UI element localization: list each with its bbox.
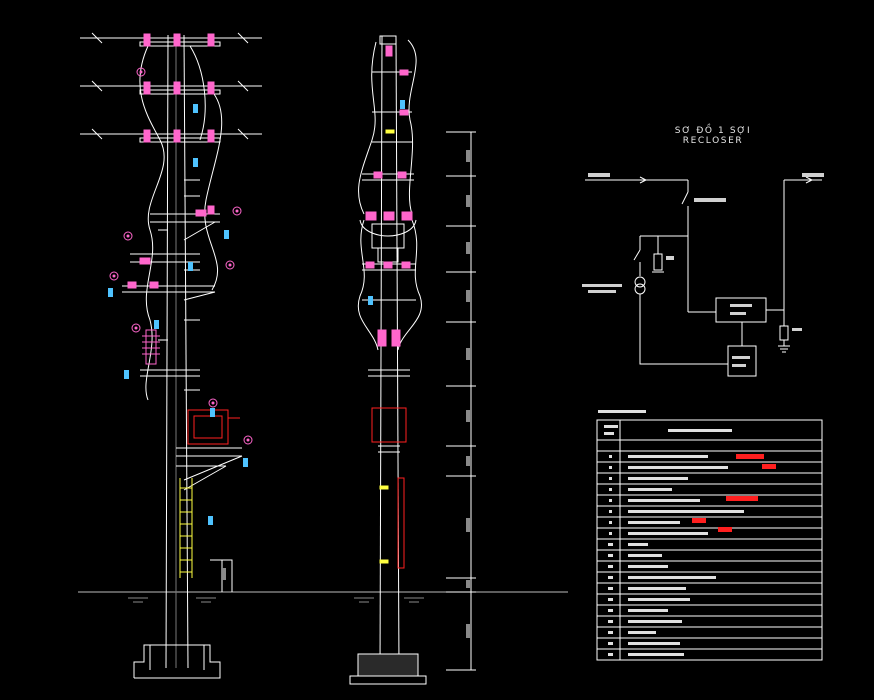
legend-text-glyphs [598,410,744,656]
dimension-label-glyphs [222,150,470,638]
sld-label-glyphs [582,173,824,367]
side-callout-tags [368,100,405,305]
front-surge-arrester [142,329,160,365]
single-line-diagram [585,176,822,377]
side-yellow-marks [379,129,395,564]
front-callout-tags [108,67,253,525]
front-view-pole [80,32,262,679]
front-insulators [127,33,215,289]
legend-table [596,419,823,661]
dimension-chain [446,131,476,671]
ground-line [78,591,568,603]
legend-red-highlights [692,454,776,532]
single-line-diagram-title: SƠ ĐỒ 1 SỢI RECLOSER [674,126,752,146]
side-insulators [365,45,413,347]
